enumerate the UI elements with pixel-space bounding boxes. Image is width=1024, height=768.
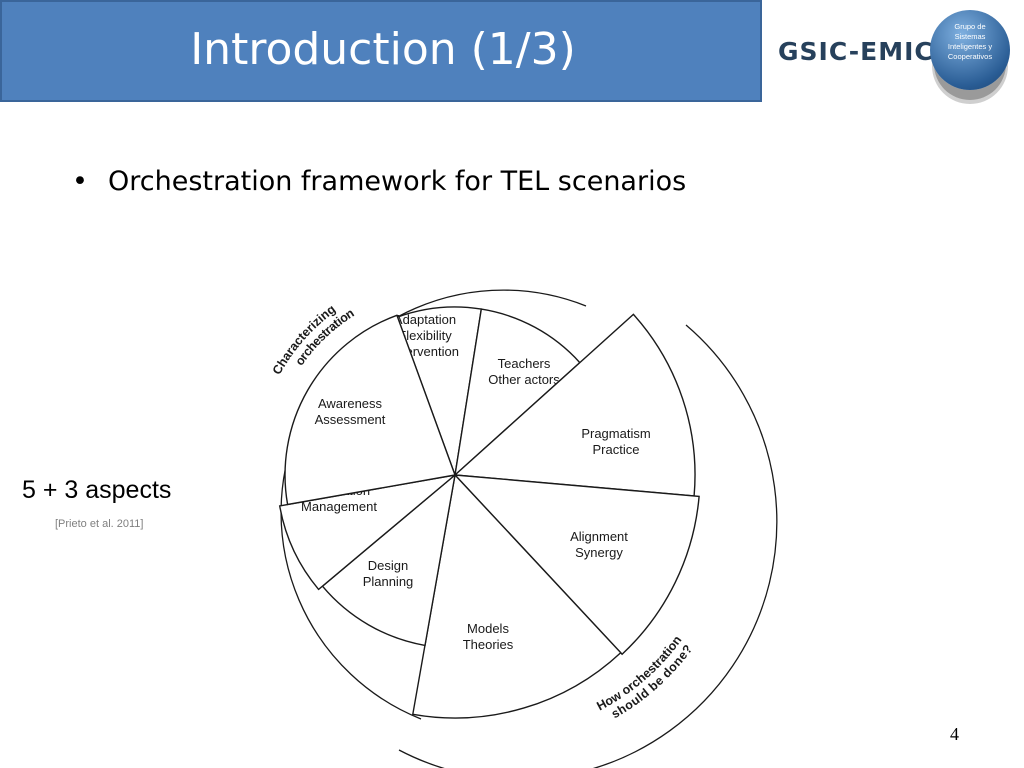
segment-label-line: Adaptation: [394, 312, 456, 327]
outer-ring-right: [398, 324, 778, 768]
aspects-label: 5 + 3 aspects: [22, 476, 172, 504]
globe-caption-line: Grupo de: [954, 22, 986, 31]
segment-label-line: Flexibility: [398, 328, 452, 343]
bullet-icon: •: [72, 166, 88, 197]
bullet-item: • Orchestration framework for TEL scenari…: [72, 166, 686, 197]
segment-label-line: Pragmatism: [581, 426, 650, 441]
globe-caption: Grupo de Sistemas Inteligentes y Coopera…: [930, 22, 1010, 62]
segment-regulation: [278, 473, 458, 591]
globe-caption-line: Cooperativos: [947, 52, 993, 61]
segment-label-line: Alignment: [570, 529, 628, 544]
gsic-emic-logo: GSIC-EMIC Grupo de Sistemas Inteligentes…: [770, 2, 1020, 106]
segment-label-line: Theories: [463, 637, 514, 652]
citation: [Prieto et al. 2011]: [55, 518, 144, 530]
segment-label-line: Awareness: [318, 396, 383, 411]
segment-label-line: Design: [368, 558, 408, 573]
segment-models: [411, 473, 622, 719]
slide-title: Introduction (1/3): [190, 24, 576, 75]
segment-label-line: Synergy: [575, 545, 623, 560]
segment-label-line: Other actors: [488, 372, 560, 387]
title-bar: Introduction (1/3): [0, 0, 762, 102]
segment-teachers: [453, 308, 581, 477]
globe-caption-line: Sistemas: [954, 32, 986, 41]
globe-caption-line: Inteligentes y: [947, 42, 993, 51]
segment-pragmatism: [453, 313, 696, 497]
logo-text: GSIC-EMIC: [778, 37, 934, 66]
segment-label-line: Planning: [363, 574, 414, 589]
bullet-text: Orchestration framework for TEL scenario…: [108, 166, 687, 197]
segment-label-line: Management: [301, 499, 377, 514]
segment-awareness: [284, 314, 456, 506]
segment-label-line: Teachers: [498, 356, 551, 371]
globe-icon: Grupo de Sistemas Inteligentes y Coopera…: [930, 10, 1010, 90]
segment-label-line: Practice: [593, 442, 640, 457]
segment-design: [321, 473, 457, 647]
segment-label-line: Models: [467, 621, 509, 636]
page-number: 4: [950, 724, 959, 744]
segment-label-line: Assessment: [315, 412, 386, 427]
segment-alignment: [453, 474, 700, 656]
